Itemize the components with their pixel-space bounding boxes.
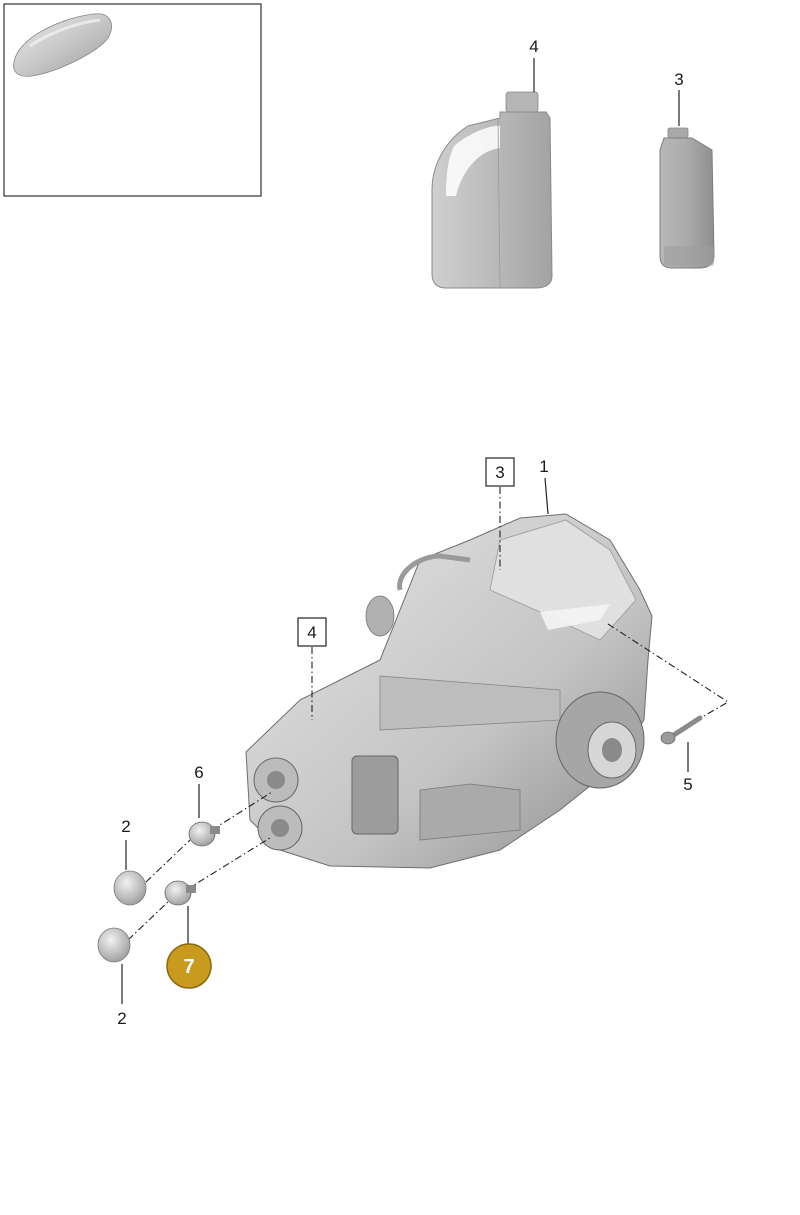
callout-box-3	[485, 457, 515, 487]
dashed-leader	[185, 837, 271, 891]
car-silhouette-icon	[13, 13, 112, 77]
oil-jug-icon[interactable]	[431, 91, 553, 289]
callout-label-1-gearbox[interactable]: 1	[539, 457, 548, 476]
flange-upper-icon[interactable]	[188, 821, 220, 847]
callout-label-4-jug[interactable]: 4	[529, 37, 538, 56]
bolt-icon[interactable]	[660, 715, 703, 745]
highlighted-callout-7[interactable]: 7	[166, 943, 212, 989]
callout-label-7: 7	[183, 956, 194, 978]
callout-box-4	[297, 617, 327, 647]
callout-label-6[interactable]: 6	[194, 763, 203, 782]
callout-label-2-upper[interactable]: 2	[121, 817, 130, 836]
leader-line	[544, 477, 549, 515]
flange-lower-icon[interactable]	[164, 880, 196, 906]
car-thumbnail-frame	[3, 3, 262, 197]
callout-label-4-box[interactable]: 4	[307, 623, 316, 642]
callout-label-3-box[interactable]: 3	[495, 463, 504, 482]
callout-label-3-bottle[interactable]: 3	[674, 70, 683, 89]
oil-bottle-icon[interactable]	[659, 127, 715, 269]
callout-label-2-lower[interactable]: 2	[117, 1009, 126, 1028]
dashed-leader	[127, 899, 171, 941]
dashed-leader	[145, 839, 191, 883]
cap-lower-icon[interactable]	[97, 927, 131, 963]
gearbox-icon[interactable]	[245, 513, 653, 869]
callout-label-5-bolt[interactable]: 5	[683, 775, 692, 794]
cap-upper-icon[interactable]	[113, 870, 147, 906]
dashed-leader	[211, 791, 273, 831]
